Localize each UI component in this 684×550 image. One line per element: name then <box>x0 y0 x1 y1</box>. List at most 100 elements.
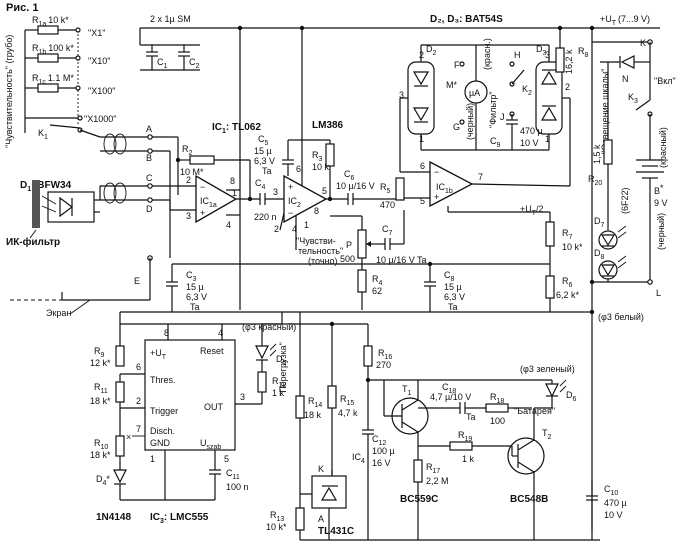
svg-text:1 k: 1 k <box>462 454 475 464</box>
led-d8: D8 <box>594 248 627 280</box>
svg-text:1,5 k: 1,5 k <box>592 144 602 164</box>
svg-text:8: 8 <box>230 176 235 186</box>
svg-text:R8: R8 <box>578 46 589 59</box>
svg-text:C11: C11 <box>226 468 240 481</box>
r10-resistor: R10 18 k* <box>90 435 125 460</box>
svg-text:4: 4 <box>226 220 231 230</box>
svg-text:270: 270 <box>376 360 391 370</box>
svg-text:4,7 µ/10 V: 4,7 µ/10 V <box>430 392 471 402</box>
meter-m: µA M* <box>446 80 488 104</box>
svg-text:1: 1 <box>150 454 155 464</box>
svg-text:Uszab: Uszab <box>200 438 221 451</box>
svg-text:10 µ/16 V Ta: 10 µ/16 V Ta <box>376 255 427 265</box>
d6-color: (φ3 зеленый) <box>520 364 575 374</box>
c8-capacitor: C8 15 µ 6,3 V Ta <box>424 264 465 312</box>
c3-capacitor: C3 15 µ 6,3 V Ta <box>166 264 207 312</box>
svg-text:C5: C5 <box>258 134 269 147</box>
svg-text:4: 4 <box>292 224 297 234</box>
svg-text:6: 6 <box>136 362 141 372</box>
potentiometer-p[interactable]: P 500 <box>340 229 372 264</box>
r6-resistor: R6 6,2 k* <box>545 275 580 300</box>
figure-title: Рис. 1 <box>6 2 38 14</box>
k1-range-switch[interactable]: K1 <box>38 124 83 141</box>
svg-text:Ta: Ta <box>262 166 272 176</box>
svg-text:OUT: OUT <box>204 402 224 412</box>
svg-text:7: 7 <box>478 172 483 182</box>
r9-resistor: R9 12 k* <box>90 345 125 368</box>
screen-label: Экран <box>46 308 71 318</box>
svg-text:Trigger: Trigger <box>150 406 178 416</box>
svg-text:−: − <box>288 208 293 218</box>
svg-text:R9: R9 <box>94 346 105 359</box>
c1-label: C1 <box>157 57 168 70</box>
svg-text:+UT: +UT <box>150 348 167 361</box>
node-d: D <box>146 204 153 214</box>
svg-text:Ta: Ta <box>190 302 200 312</box>
svg-text:D7: D7 <box>594 216 605 229</box>
svg-text:R12: R12 <box>272 376 286 389</box>
svg-text:15 µ: 15 µ <box>186 282 204 292</box>
r18-resistor: R18 100 <box>485 392 509 426</box>
fine-sens-1: "Чувстви- <box>296 236 336 246</box>
svg-text:7: 7 <box>136 424 141 434</box>
svg-text:IC1a: IC1a <box>200 196 217 209</box>
svg-text:B*: B* <box>654 183 664 196</box>
shielded-cable-cd <box>100 182 170 204</box>
svg-text:10 V: 10 V <box>604 510 623 520</box>
svg-text:6: 6 <box>296 164 301 174</box>
led-d7: D7 <box>594 216 627 250</box>
svg-text:D6: D6 <box>566 390 577 403</box>
shunt-ic4: K A IC4 <box>311 452 365 524</box>
timer-ic3: +UT Reset Thres. Trigger OUT Disch. GND … <box>136 328 245 464</box>
amplifier-ic2: IC2 +− 3 6 2 4 5 8 1 <box>273 164 328 234</box>
svg-text:5: 5 <box>420 196 425 206</box>
svg-text:8: 8 <box>314 206 319 216</box>
battery-type: (6F22) <box>620 187 630 214</box>
svg-text:C9: C9 <box>490 136 501 149</box>
svg-text:P: P <box>346 240 352 250</box>
svg-text:R15: R15 <box>340 394 354 407</box>
supply-top-label: +UT(7...9 V) <box>600 14 650 27</box>
diode-d4: D4* <box>96 469 127 487</box>
svg-text:GND: GND <box>150 438 171 448</box>
caps-top-label: 2 x 1µ SM <box>150 14 191 24</box>
photodiode-d1 <box>32 180 100 228</box>
svg-text:15 µ: 15 µ <box>444 282 462 292</box>
svg-text:N: N <box>622 74 629 84</box>
svg-text:A: A <box>318 514 324 524</box>
svg-text:3: 3 <box>240 392 245 402</box>
c4-capacitor: C4 220 n <box>254 178 277 222</box>
c5-capacitor: C5 15 µ 6,3 V Ta <box>254 134 302 176</box>
r5-resistor: R5 470 <box>380 177 405 210</box>
svg-text:12 k*: 12 k* <box>90 358 111 368</box>
c9-capacitor: C9 470 µ 10 V <box>490 114 543 150</box>
svg-text:18 k*: 18 k* <box>90 396 111 406</box>
svg-text:C7: C7 <box>382 224 393 237</box>
svg-text:C8: C8 <box>444 270 455 283</box>
ir-filter-label: ИК-фильтр <box>6 236 60 248</box>
ic1-name: IC1: TL062 <box>212 122 261 135</box>
svg-text:K3: K3 <box>628 92 638 105</box>
range-x10: "X10" <box>88 56 110 66</box>
t1-type: BC559C <box>400 494 438 505</box>
node-a: A <box>146 124 152 134</box>
battery-red-wire: (красный) <box>658 127 668 168</box>
svg-text:3: 3 <box>186 211 191 221</box>
svg-text:R5: R5 <box>380 182 391 195</box>
svg-text:1: 1 <box>304 220 309 230</box>
k2-filter-switch[interactable]: H K2 J <box>500 50 532 122</box>
svg-text:C3: C3 <box>186 270 197 283</box>
svg-text:R3: R3 <box>312 150 323 163</box>
svg-text:6: 6 <box>420 161 425 171</box>
svg-text:R19: R19 <box>458 430 472 443</box>
svg-text:M*: M* <box>446 80 457 90</box>
svg-text:1: 1 <box>545 134 550 144</box>
svg-text:IC1b: IC1b <box>436 182 453 195</box>
svg-text:R6: R6 <box>562 276 573 289</box>
power-switch-k3[interactable]: "Вкл" K3 <box>628 76 676 117</box>
svg-text:R13: R13 <box>270 510 284 523</box>
